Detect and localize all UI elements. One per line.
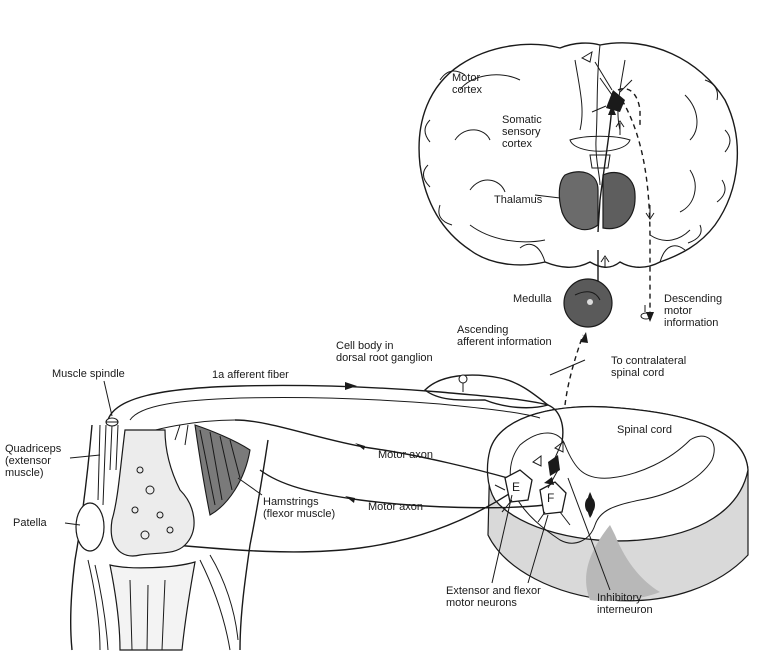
label-extensor-and-flexor-motor-neurons: Extensor and flexor motor neurons [446,585,541,609]
motor-axon-lower [259,469,546,509]
label-motor-axon-upper: Motor axon [378,449,434,461]
inhibitory-interneuron [532,441,594,518]
label-medulla: Medulla [513,293,552,305]
label-ascending-afferent-information: Ascending afferent information [457,324,552,348]
label-neuron-e: E [512,480,521,494]
label-cell-body-dorsal-root-ganglion: Cell body in dorsal root ganglion [336,340,433,364]
spinal-cord-section [486,405,749,602]
label-to-contralateral-spinal-cord: To contralateral spinal cord [611,355,687,379]
motor-axon-upper [234,419,516,481]
brain-coronal-section [418,42,739,268]
label-motor-cortex: Motor cortex [452,72,482,96]
dorsal-root-ganglion [423,374,550,409]
label-motor-axon-lower: Motor axon [368,501,424,513]
ascending-afferent-pathway [564,334,584,406]
label-patella: Patella [13,517,47,529]
label-descending-motor-information: Descending motor information [664,293,723,329]
ia-afferent-fiber [107,384,564,443]
label-somatic-sensory-cortex: Somatic sensory cortex [502,114,542,150]
thalamus [558,171,636,231]
label-ia-afferent-fiber: 1a afferent fiber [212,369,289,381]
label-spinal-cord: Spinal cord [617,424,673,436]
descending-pathway [621,99,651,320]
muscle-spindle [105,417,119,427]
leader-lines [64,194,646,591]
label-quadriceps: Quadriceps (extensor muscle) [5,443,62,479]
label-muscle-spindle: Muscle spindle [52,368,125,380]
medulla [563,278,613,328]
label-inhibitory-interneuron: Inhibitory interneuron [597,592,653,616]
label-thalamus: Thalamus [494,194,543,206]
label-neuron-f: F [547,491,555,505]
leg-knee-section [70,424,269,651]
label-hamstrings: Hamstrings (flexor muscle) [263,496,336,520]
cortical-motor-neuron [580,50,633,113]
